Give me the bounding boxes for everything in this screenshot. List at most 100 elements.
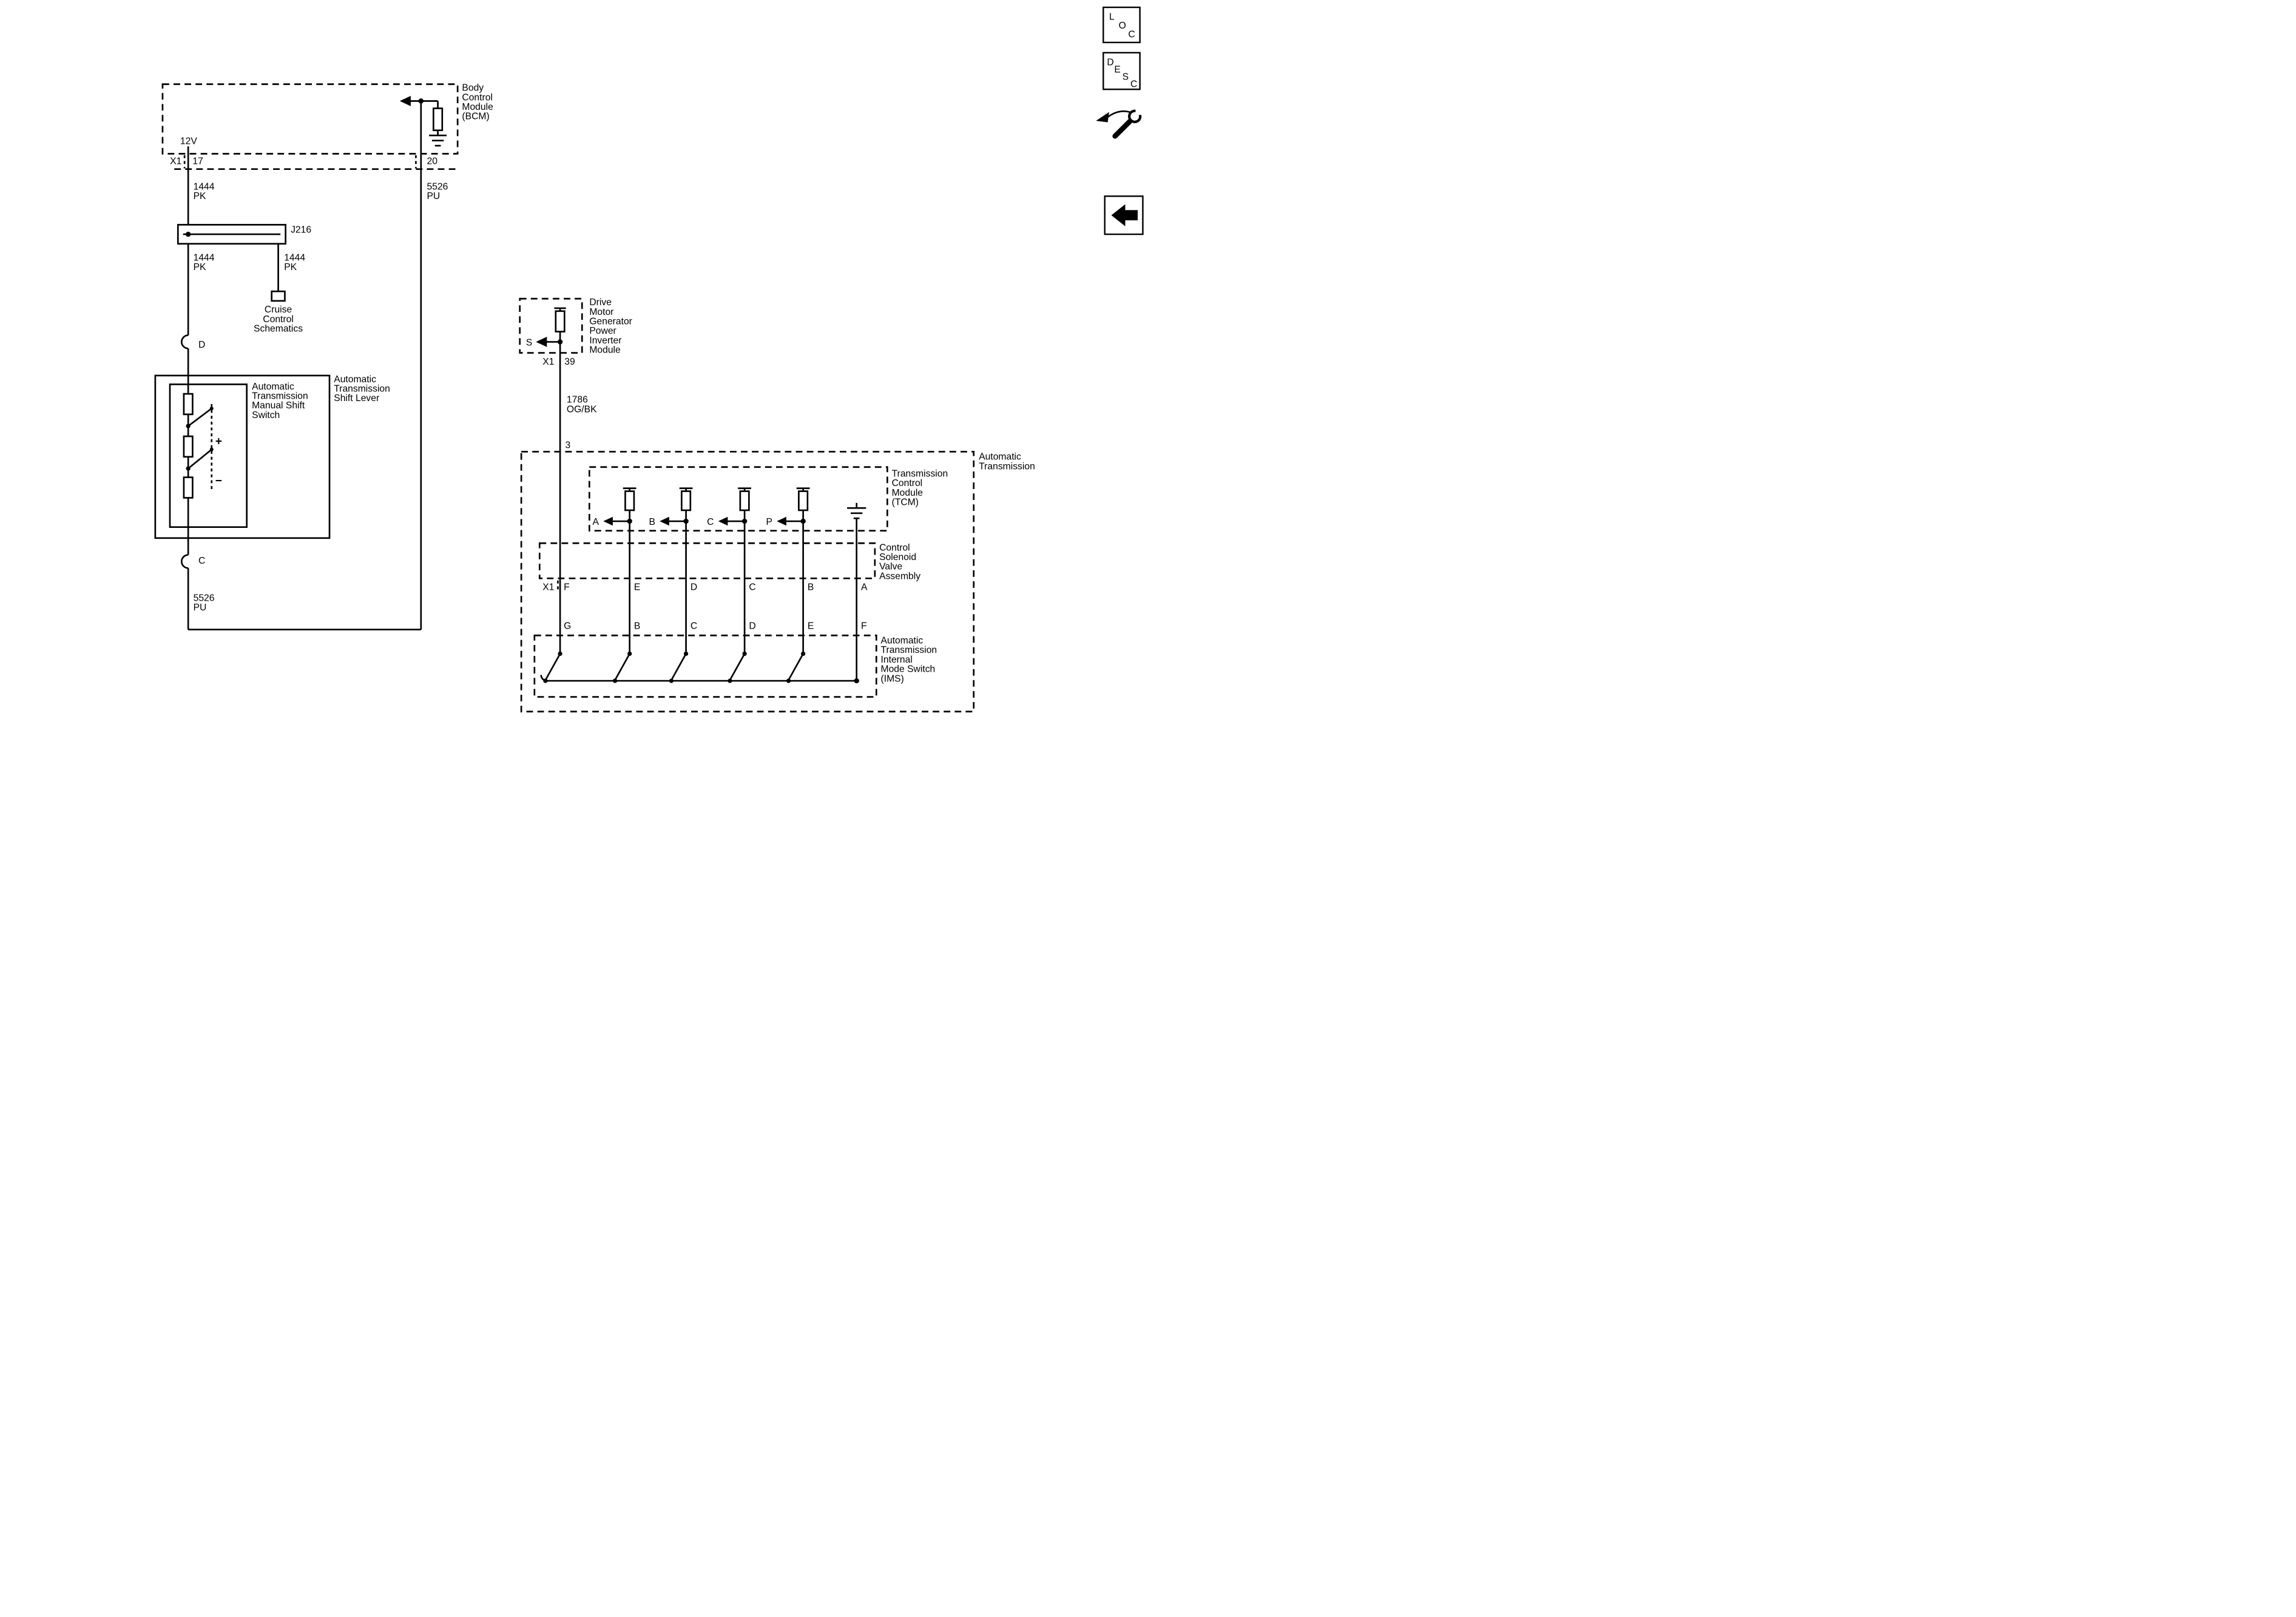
switch-blade: [614, 653, 630, 681]
wire-label-1444: 1444: [194, 181, 215, 192]
bcm-label-1: Body: [462, 83, 484, 93]
pin-s-arrow-icon: [536, 337, 547, 347]
loc-letter-o: O: [1119, 21, 1126, 31]
ims-label-2: Transmission: [881, 645, 937, 655]
wire-label-pk: PK: [194, 262, 206, 272]
cruise-label-1: Cruise: [265, 305, 292, 315]
left-circuit: J216 Cruise Control Schematics 1444 PK 1…: [177, 101, 448, 630]
plus-symbol: +: [215, 436, 222, 448]
solenoid-assembly: Control Solenoid Valve Assembly X1 F E D…: [538, 542, 920, 592]
wire-label-5526: 5526: [194, 593, 215, 604]
wiper-blade: [187, 448, 212, 470]
ims-pin-b: B: [634, 621, 640, 631]
solenoid-pin-d: D: [690, 582, 697, 592]
desc-letter-s: S: [1123, 72, 1129, 83]
pin-3-label: 3: [566, 440, 571, 450]
bcm-label-2: Control: [462, 92, 493, 103]
cruise-label-2: Control: [263, 314, 294, 325]
tcm-label-2: Control: [892, 478, 923, 488]
inverter-label-6: Module: [589, 345, 621, 356]
junction-dot: [186, 424, 191, 428]
minus-symbol: −: [215, 475, 222, 488]
inverter-connector-label: X1: [542, 357, 554, 367]
ims-pin-e: E: [808, 621, 814, 631]
tcm-pin-b: B: [649, 517, 655, 527]
shift-lever-label-3: Shift Lever: [334, 393, 379, 403]
shift-lever-box: [154, 374, 331, 539]
tcm-resistor: [681, 490, 692, 511]
tcm-box: [589, 466, 888, 532]
inline-connector-icon: [181, 554, 189, 569]
tcm-pin-p: P: [766, 517, 772, 527]
tcm-label-3: Module: [892, 488, 923, 498]
ims-pin-d: D: [749, 621, 755, 631]
bcm-box: [161, 83, 459, 155]
bcm-ground-icon: [429, 134, 447, 147]
tcm-pin-p-arrow-icon: [777, 516, 786, 526]
shift-lever-label-2: Transmission: [334, 383, 390, 394]
switch-resistor: [183, 435, 194, 458]
inverter-label-2: Motor: [589, 307, 613, 317]
switch-resistor: [183, 476, 194, 499]
manual-switch-label-3: Manual Shift: [252, 400, 305, 411]
tcm-pin-a-arrow-icon: [603, 516, 613, 526]
toolbar: L O C D E S C: [1096, 6, 1144, 235]
offpage-connector-icon: [271, 290, 286, 302]
inverter-pin-39: 39: [564, 357, 575, 367]
solenoid-pin-a: A: [861, 582, 868, 592]
manual-shift-switch-box: [169, 383, 248, 528]
bcm-resistor: [433, 107, 444, 132]
wire-label-pk: PK: [194, 191, 206, 201]
wire-label-pu: PU: [194, 603, 207, 613]
switch-blade: [544, 653, 561, 681]
wire-label-1444: 1444: [194, 253, 215, 263]
transmission-ground-icon: [847, 502, 866, 519]
tcm-resistor: [624, 490, 635, 511]
transmission-assembly: Automatic Transmission Transmission Cont…: [520, 451, 1035, 713]
manual-switch-label-1: Automatic: [252, 382, 294, 392]
wire-label-pk: PK: [284, 262, 297, 272]
loc-letter-l: L: [1109, 12, 1115, 22]
connector-c-label: C: [198, 556, 205, 566]
inverter-label-1: Drive: [589, 297, 612, 308]
bcm-supply-label: 12V: [180, 137, 197, 147]
tcm-pin-c-arrow-icon: [718, 516, 728, 526]
manual-switch-label-2: Transmission: [252, 391, 308, 402]
ims-pin-c: C: [690, 621, 697, 631]
wrench-arrow-icon[interactable]: [1096, 107, 1143, 139]
loc-letter-c: C: [1128, 30, 1135, 40]
wiper-blade: [187, 408, 212, 427]
switch-blade: [670, 653, 687, 681]
wire-label-1444: 1444: [284, 253, 305, 263]
inverter-label-5: Inverter: [589, 336, 621, 346]
cruise-label-3: Schematics: [254, 324, 303, 334]
ims-label-1: Automatic: [881, 636, 923, 646]
manual-switch-label-4: Switch: [252, 410, 280, 420]
desc-button[interactable]: D E S C: [1102, 52, 1141, 90]
solenoid-label-1: Control: [879, 542, 910, 553]
wire-label-ogbk: OG/BK: [567, 404, 597, 414]
ims-pin-f: F: [861, 621, 867, 631]
back-arrow-icon: [1111, 204, 1138, 226]
switch-resistor: [183, 393, 194, 416]
back-arrow-button[interactable]: [1104, 195, 1144, 235]
solenoid-box: [538, 542, 876, 579]
desc-letter-e: E: [1114, 64, 1120, 75]
bcm-module: Body Control Module (BCM) 12V X1 17 20: [161, 83, 493, 170]
inverter-module: Drive Motor Generator Power Inverter Mod…: [519, 297, 632, 654]
tcm-pin-a: A: [593, 517, 599, 527]
ims-label-3: Internal: [881, 655, 913, 665]
inverter-label-3: Generator: [589, 316, 632, 326]
solenoid-connector-label: X1: [542, 582, 554, 592]
tcm-module: Transmission Control Module (TCM) A B: [589, 466, 948, 532]
wire-label-5526: 5526: [427, 181, 448, 192]
desc-letter-d: D: [1107, 57, 1113, 67]
inverter-box: [519, 297, 583, 354]
automatic-transmission-box: [520, 451, 975, 713]
junction-dot: [185, 231, 191, 237]
pin-s-label: S: [526, 337, 532, 348]
loc-button[interactable]: L O C: [1102, 6, 1141, 44]
wire-label-1786: 1786: [567, 395, 588, 405]
bcm-signal-arrow-icon: [399, 96, 411, 106]
splice-j216-box: [177, 224, 286, 245]
